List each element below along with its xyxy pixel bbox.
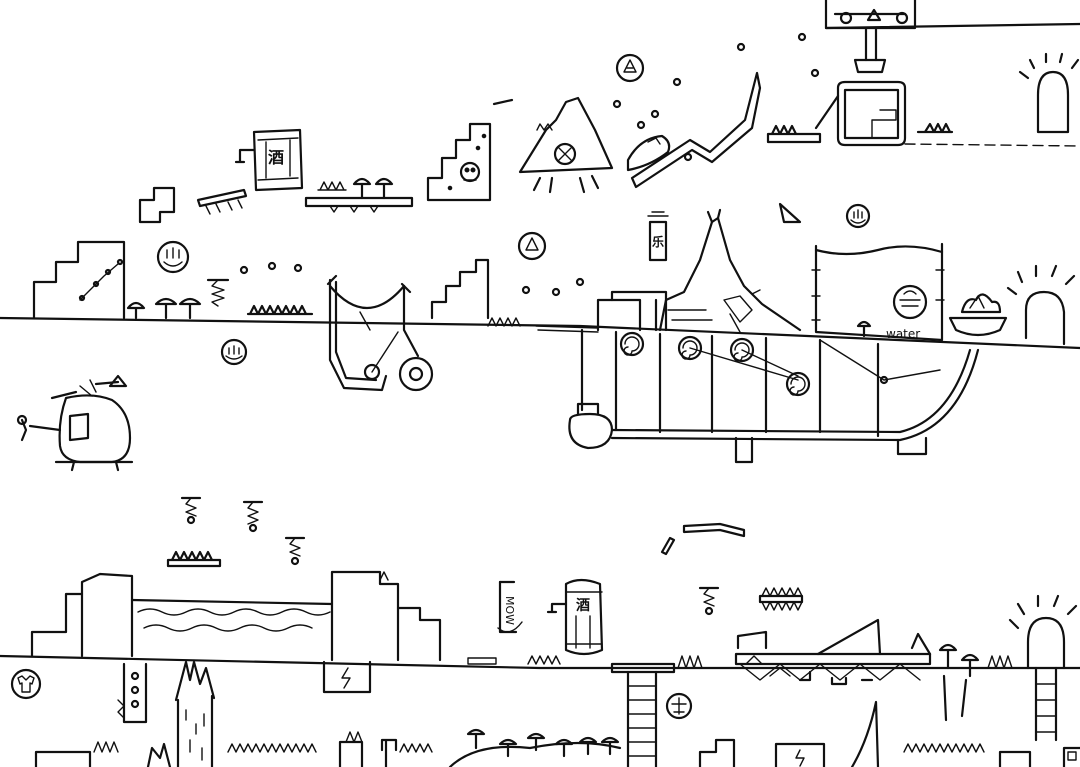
water-token-icon (220, 338, 248, 366)
water-token-icon (156, 240, 190, 274)
spring (180, 496, 202, 525)
staircase-left (32, 240, 126, 320)
small-can-label: 乐 (652, 234, 664, 249)
spring (242, 500, 264, 533)
mushroom-row (938, 643, 980, 722)
spike-strip (766, 124, 822, 144)
slide-ramp (630, 71, 762, 189)
cross-token-icon (665, 692, 693, 720)
cable-car-icon (814, 0, 1080, 147)
coin (521, 285, 531, 295)
rope-coil-sign: MOW (497, 580, 523, 634)
waterfall (174, 660, 216, 767)
rock-monster (518, 96, 614, 194)
shirt-token-icon (10, 668, 42, 700)
collapsing-ramp (658, 208, 802, 333)
staircase-middle (430, 258, 490, 320)
rail-piece (492, 98, 514, 106)
truss-bridge (734, 618, 932, 686)
spike-strip (246, 304, 314, 316)
spring (284, 536, 306, 566)
fountain (948, 293, 1008, 337)
ladder (610, 662, 676, 767)
rail-piece (660, 536, 676, 556)
double-spike-trap (758, 587, 804, 611)
sun-door-icon (1018, 52, 1080, 134)
wine-barrel-label: 酒 (576, 598, 590, 614)
ground-line (0, 654, 1080, 670)
wine-barrel: 酒 (546, 578, 604, 656)
spring (698, 586, 720, 616)
crane-hoist (326, 274, 434, 392)
spring (206, 261, 303, 307)
skull-staircase (426, 122, 492, 202)
rail-piece (682, 522, 746, 538)
spike-platform (166, 550, 222, 568)
helicopter-icon (16, 374, 134, 472)
spike-strip (677, 655, 703, 669)
falling-spike-slab (196, 188, 248, 215)
spike-strip (987, 655, 1013, 669)
small-can: 乐 (647, 211, 669, 262)
spike-strip (467, 655, 561, 665)
water-token-icon (845, 203, 871, 229)
coin (612, 32, 820, 162)
mushroom-row (126, 297, 202, 320)
water-tank: water (811, 242, 945, 342)
water-tank-label: water (886, 327, 920, 341)
wine-barrel-label: 酒 (268, 148, 284, 167)
coin (575, 277, 585, 287)
mushroom-platform (304, 177, 414, 213)
fire-token-icon (615, 53, 645, 83)
sun-door-icon (1008, 594, 1078, 742)
coin (551, 287, 561, 297)
pillar-with-holes (117, 662, 148, 724)
lightning-block-icon (322, 660, 372, 694)
wooden-block-platform (535, 290, 668, 333)
underground-machine (568, 328, 980, 464)
fire-token-icon (517, 231, 547, 261)
step-blocks (138, 186, 176, 224)
rope-coil-label: MOW (503, 596, 516, 625)
spike-strip (487, 317, 521, 327)
bottom-strip (34, 700, 1080, 767)
spike-strip (916, 122, 954, 134)
sun-door-icon (1006, 264, 1076, 346)
wine-barrel: 酒 (234, 128, 304, 192)
castle-with-water (30, 570, 442, 662)
triangle-flag (778, 202, 802, 224)
ground-line (0, 316, 1080, 350)
